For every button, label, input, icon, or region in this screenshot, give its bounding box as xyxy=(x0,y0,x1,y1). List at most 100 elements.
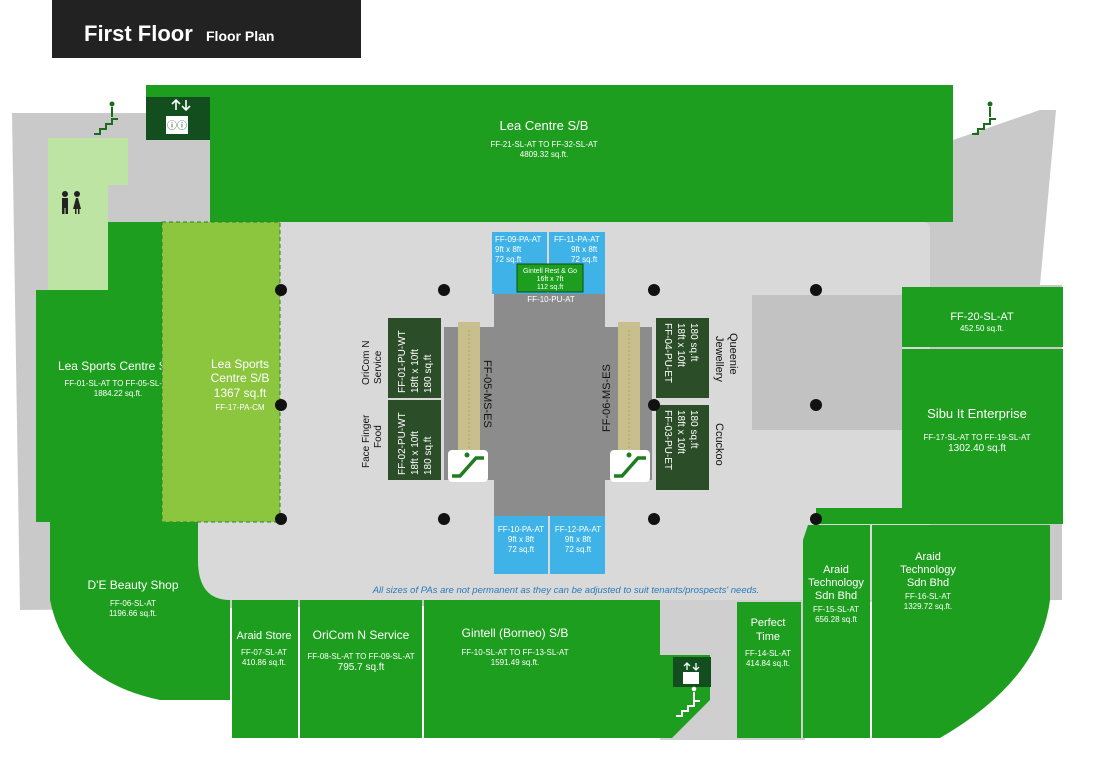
lot-name: Centre S/B xyxy=(211,371,270,385)
kiosk-area: 72 sq.ft xyxy=(495,255,522,264)
kiosk-name: Gintell Rest & Go xyxy=(523,268,577,275)
tenant-queenie: Jewellery xyxy=(713,336,725,382)
kiosk-code: FF-10-PA-AT xyxy=(498,525,544,534)
atrium-void xyxy=(444,293,652,516)
lot-name: Perfect xyxy=(751,617,786,629)
kiosk-code: FF-12-PA-AT xyxy=(555,525,601,534)
kiosk-code: FF-11-PA-AT xyxy=(554,235,600,244)
lot-name: Gintell (Borneo) S/B xyxy=(462,626,569,640)
lot-name: Technology xyxy=(900,564,956,576)
lot-code: FF-16-SL-AT xyxy=(905,592,951,601)
lot-araid-technology-ff15[interactable]: Araid Technology Sdn Bhd FF-15-SL-AT 656… xyxy=(803,525,870,738)
lot-code: FF-15-SL-AT xyxy=(813,605,859,614)
header: First Floor Floor Plan xyxy=(52,0,361,58)
kiosk-size: 9ft x 8ft xyxy=(565,535,592,544)
lot-code: FF-08-SL-AT TO FF-09-SL-AT xyxy=(307,652,414,661)
lot-area: 1591.49 sq.ft. xyxy=(491,658,539,667)
kiosk-area: 72 sq.ft xyxy=(565,545,592,554)
kiosk-code: FF-03-PU-ET xyxy=(662,410,673,470)
kiosk-gintell-rest-go[interactable]: Gintell Rest & Go 16ft x 7ft 112 sq.ft xyxy=(516,263,584,293)
lot-name: OriCom N Service xyxy=(313,628,410,642)
lot-name: Sdn Bhd xyxy=(907,577,949,589)
kiosk-area: 180 sq.ft xyxy=(688,410,699,449)
kiosk-ff12-pa[interactable]: FF-12-PA-AT 9ft x 8ft 72 sq.ft xyxy=(550,516,605,574)
lot-area: 452.50 sq.ft. xyxy=(960,324,1004,333)
staircase-icon xyxy=(94,101,118,135)
lot-name: Araid xyxy=(915,551,941,563)
kiosk-size: 18ft x 10ft xyxy=(410,349,421,393)
tenant-oricom: Service xyxy=(373,350,384,384)
kiosk-ff03-pu[interactable]: FF-03-PU-ET 18ft x 10ft 180 sq.ft xyxy=(656,405,709,490)
lot-area: 4809.32 sq.ft. xyxy=(520,150,568,159)
kiosk-ff10-pa[interactable]: FF-10-PA-AT 9ft x 8ft 72 sq.ft xyxy=(494,516,548,574)
lot-area: 1367 sq.ft xyxy=(214,386,267,400)
lot-code-ff05: FF-05-MS-ES xyxy=(481,360,493,428)
lot-area: 795.7 sq.ft xyxy=(338,662,385,673)
lot-code: FF-20-SL-AT xyxy=(950,311,1014,323)
lot-area: 1884.22 sq.ft. xyxy=(94,389,142,398)
lot-code: FF-17-SL-AT TO FF-19-SL-AT xyxy=(923,433,1030,442)
kiosk-area: 72 sq.ft xyxy=(508,545,535,554)
lot-ff20[interactable]: FF-20-SL-AT 452.50 sq.ft. xyxy=(902,287,1063,347)
lot-area: 410.86 sq.ft. xyxy=(242,658,286,667)
lot-perfect-time[interactable]: Perfect Time FF-14-SL-AT 414.84 sq.ft. xyxy=(737,602,801,738)
lot-oricom-n-service[interactable]: OriCom N Service FF-08-SL-AT TO FF-09-SL… xyxy=(300,600,422,738)
lot-lea-centre[interactable]: Lea Centre S/B FF-21-SL-AT TO FF-32-SL-A… xyxy=(146,85,953,222)
kiosk-code-ff10-pu: FF-10-PU-AT xyxy=(527,295,575,304)
lot-lea-sports-ff17[interactable]: Lea Sports Centre S/B 1367 sq.ft FF-17-P… xyxy=(161,221,281,523)
kiosk-code: FF-02-PU-WT xyxy=(397,412,408,475)
lot-name: Lea Sports Centre S/B xyxy=(58,359,178,373)
pa-size-note: All sizes of PAs are not permanent as th… xyxy=(372,585,760,596)
lot-code: FF-06-SL-AT xyxy=(110,599,156,608)
tenant-oricom: OriCom N xyxy=(361,341,372,385)
kiosk-code: FF-04-PU-ET xyxy=(662,323,673,383)
kiosk-area: 72 sq.ft xyxy=(571,255,598,264)
kiosk-area: 180 sq.ft xyxy=(688,323,699,362)
lot-name: Lea Sports xyxy=(211,357,269,371)
lot-de-beauty-shop[interactable]: D'E Beauty Shop FF-06-SL-AT 1196.66 sq.f… xyxy=(50,522,230,700)
svg-text:ⓘⓘ: ⓘⓘ xyxy=(167,120,187,132)
lift-icon xyxy=(673,657,711,687)
escalator-icon xyxy=(448,450,488,482)
kiosk-size: 18ft x 10ft xyxy=(675,323,686,367)
lot-name: Technology xyxy=(808,577,864,589)
kiosk-code: FF-01-PU-WT xyxy=(397,330,408,393)
lot-name: Sdn Bhd xyxy=(815,590,857,602)
lot-name: Araid xyxy=(823,564,849,576)
lot-name: Araid Store xyxy=(236,630,291,642)
staircase-icon xyxy=(676,686,700,717)
kiosk-area: 180 sq.ft xyxy=(423,354,434,393)
tenant-face-finger: Food xyxy=(373,425,384,448)
lot-code-ff06: FF-06-MS-ES xyxy=(601,364,613,432)
kiosk-ff02-pu[interactable]: FF-02-PU-WT 18ft x 10ft 180 sq.ft xyxy=(388,400,441,480)
staircase-icon xyxy=(972,101,996,135)
lot-area: 414.84 sq.ft. xyxy=(746,659,790,668)
columns xyxy=(275,284,822,525)
lot-code: FF-10-SL-AT TO FF-13-SL-AT xyxy=(461,648,568,657)
page-title: First Floor xyxy=(84,21,193,46)
lot-araid-technology-ff16[interactable]: Araid Technology Sdn Bhd FF-16-SL-AT 132… xyxy=(872,525,1050,738)
lot-code: FF-01-SL-AT TO FF-05-SL-AT xyxy=(64,379,171,388)
lot-area: 1196.66 sq.ft. xyxy=(109,609,157,618)
lot-name: Time xyxy=(756,631,780,643)
kiosk-size: 9ft x 8ft xyxy=(508,535,535,544)
kiosk-ff01-pu[interactable]: FF-01-PU-WT 18ft x 10ft 180 sq.ft xyxy=(388,318,441,398)
lot-sibu-it-enterprise[interactable]: Sibu It Enterprise FF-17-SL-AT TO FF-19-… xyxy=(816,349,1063,524)
lot-area: 1329.72 sq.ft. xyxy=(904,602,952,611)
lift-icon: ⓘⓘ xyxy=(146,97,210,140)
lot-code: FF-07-SL-AT xyxy=(241,648,287,657)
kiosk-ff04-pu[interactable]: FF-04-PU-ET 18ft x 10ft 180 sq.ft xyxy=(656,318,709,398)
tenant-face-finger: Face Finger xyxy=(361,414,372,468)
lot-area: 656.28 sq.ft xyxy=(815,615,858,624)
kiosk-size: 9ft x 8ft xyxy=(495,245,522,254)
kiosk-size: 9ft x 8ft xyxy=(571,245,598,254)
lot-gintell-borneo[interactable]: Gintell (Borneo) S/B FF-10-SL-AT TO FF-1… xyxy=(424,600,710,738)
escalator-icon xyxy=(610,450,650,482)
lot-araid-store[interactable]: Araid Store FF-07-SL-AT 410.86 sq.ft. xyxy=(232,600,298,738)
lot-area: 1302.40 sq.ft xyxy=(948,443,1006,454)
kiosk-size: 18ft x 10ft xyxy=(410,431,421,475)
lot-lea-sports-centre[interactable]: Lea Sports Centre S/B FF-01-SL-AT TO FF-… xyxy=(36,222,198,522)
lot-code: FF-14-SL-AT xyxy=(745,649,791,658)
lot-name: D'E Beauty Shop xyxy=(87,578,178,592)
